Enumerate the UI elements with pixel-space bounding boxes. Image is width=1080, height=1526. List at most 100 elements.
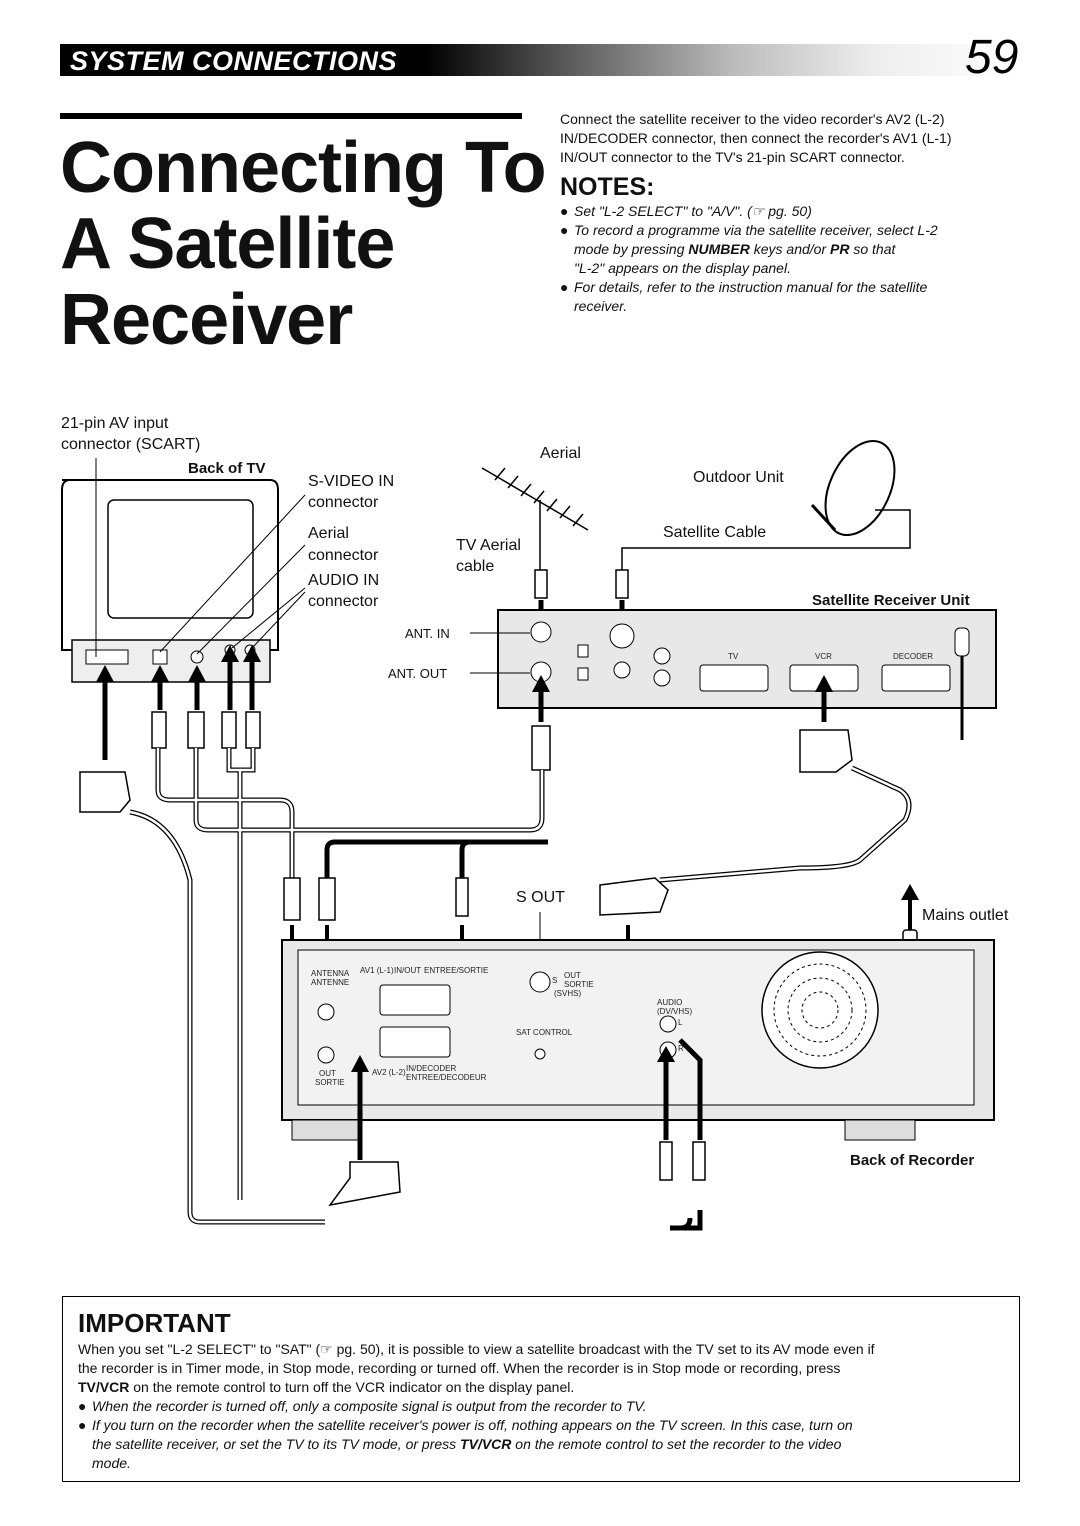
satellite-receiver-unit xyxy=(497,609,997,740)
note-text: Set "L-2 SELECT" to "A/V". (☞ pg. 50) xyxy=(574,203,812,219)
title-rule xyxy=(60,113,522,119)
mains-outlet-label: Mains outlet xyxy=(922,907,1009,924)
note-text: For details, refer to the instruction ma… xyxy=(574,279,928,295)
important-keyword: TV/VCR xyxy=(78,1379,130,1395)
page-number: 59 xyxy=(965,31,1019,84)
rec-l-label: L xyxy=(678,1018,683,1027)
page-title: Connecting To A Satellite Receiver xyxy=(60,128,547,360)
note-text: receiver. xyxy=(574,298,628,314)
note-keyword: PR xyxy=(830,241,850,257)
rec-svhs-label: (SVHS) xyxy=(554,989,582,998)
rec-audio-label: AUDIO xyxy=(657,998,683,1007)
rec-s-label: S xyxy=(552,976,558,985)
important-bullet-item: ● If you turn on the recorder when the s… xyxy=(78,1416,1008,1473)
bullet-icon: ● xyxy=(78,1398,87,1414)
important-paragraph: When you set "L-2 SELECT" to "SAT" (☞ pg… xyxy=(78,1340,1008,1397)
rec-entree-sortie-label: ENTREE/SORTIE xyxy=(424,966,489,975)
important-line: the recorder is in Timer mode, in Stop m… xyxy=(78,1360,841,1376)
rec-satcontrol-label: SAT CONTROL xyxy=(516,1028,573,1037)
important-line: When you set "L-2 SELECT" to "SAT" (☞ pg… xyxy=(78,1341,875,1357)
notes-list: ● Set "L-2 SELECT" to "A/V". (☞ pg. 50) … xyxy=(560,202,1020,316)
rec-out-label: OUT xyxy=(564,971,581,980)
bullet-icon: ● xyxy=(560,203,569,219)
intro-text: Connect the satellite receiver to the vi… xyxy=(560,110,1020,167)
rec-sortie2-label: SORTIE xyxy=(315,1078,345,1087)
notes-heading: NOTES: xyxy=(560,173,655,201)
note-item: ● To record a programme via the satellit… xyxy=(560,221,1020,278)
note-text: so that xyxy=(849,241,896,257)
svideo-label-2: connector xyxy=(308,494,379,511)
title-line-1: Connecting To xyxy=(60,128,547,208)
audio-in-label-1: AUDIO IN xyxy=(308,572,380,589)
note-keyword: NUMBER xyxy=(688,241,750,257)
important-line: TV/VCR on the remote control to turn off… xyxy=(78,1378,1008,1397)
back-of-recorder-label: Back of Recorder xyxy=(850,1152,975,1169)
rx-tv-label: TV xyxy=(728,652,739,661)
important-heading: IMPORTANT xyxy=(78,1308,231,1338)
back-of-tv-label: Back of TV xyxy=(188,460,266,477)
intro-line-3: IN/OUT connector to the TV's 21-pin SCAR… xyxy=(560,149,905,165)
bullet-icon: ● xyxy=(78,1417,87,1433)
intro-line-2: IN/DECODER connector, then connect the r… xyxy=(560,130,952,146)
header-band xyxy=(60,44,1020,76)
intro-line-1: Connect the satellite receiver to the vi… xyxy=(560,111,945,127)
tv-aerial-cable-label-1: TV Aerial xyxy=(456,537,521,554)
satellite-receiver-label: Satellite Receiver Unit xyxy=(812,592,970,609)
aerial-label: Aerial xyxy=(540,445,581,462)
important-bullets: ● When the recorder is turned off, only … xyxy=(78,1397,1008,1473)
aerial-icon xyxy=(481,467,589,572)
s-out-label: S OUT xyxy=(516,889,565,906)
note-text: mode by pressing xyxy=(574,241,689,257)
rec-av1-label: AV1 (L-1) xyxy=(360,966,394,975)
tv-leader-lines xyxy=(95,458,306,657)
important-bullet-text: When the recorder is turned off, only a … xyxy=(92,1398,647,1414)
recorder-back xyxy=(281,939,995,1141)
satellite-dish-icon xyxy=(621,439,911,570)
tv-arrows xyxy=(102,660,255,760)
scart-label-2: connector (SCART) xyxy=(61,436,201,453)
section-title: SYSTEM CONNECTIONS xyxy=(70,46,398,76)
note-text: keys and/or xyxy=(749,241,831,257)
tv-aerial-cable-label-2: cable xyxy=(456,558,495,575)
note-item: ● For details, refer to the instruction … xyxy=(560,278,1020,316)
title-line-3: Receiver xyxy=(60,280,353,360)
audio-in-label-2: connector xyxy=(308,593,379,610)
rec-indecoder-label: IN/DECODER xyxy=(406,1064,457,1073)
rec-out2-label: OUT xyxy=(319,1069,336,1078)
satellite-cable-label: Satellite Cable xyxy=(663,524,767,541)
rx-vcr-label: VCR xyxy=(815,652,832,661)
outdoor-unit-label: Outdoor Unit xyxy=(693,469,784,486)
important-bullet-item: ● When the recorder is turned off, only … xyxy=(78,1397,1008,1416)
scart-label-1: 21-pin AV input xyxy=(61,415,169,432)
important-keyword: TV/VCR xyxy=(460,1436,512,1452)
aerial-connector-label-1: Aerial xyxy=(308,525,349,542)
rec-sortie-label: SORTIE xyxy=(564,980,594,989)
important-bullet-text: mode. xyxy=(92,1455,131,1471)
important-bullet-text: the satellite receiver, or set the TV to… xyxy=(92,1436,461,1452)
rec-r-label: R xyxy=(678,1044,684,1053)
tv-cable-plugs xyxy=(79,711,261,813)
title-line-2: A Satellite xyxy=(60,204,395,284)
rec-dvvhs-label: (DV/VHS) xyxy=(657,1007,693,1016)
note-text: "L-2" appears on the display panel. xyxy=(574,260,791,276)
bullet-icon: ● xyxy=(560,222,569,238)
aerial-connector-label-2: connector xyxy=(308,547,379,564)
important-box xyxy=(62,1296,1020,1482)
rec-entree-decodeur-label: ENTREE/DECODEUR xyxy=(406,1073,487,1082)
bullet-icon: ● xyxy=(560,279,569,295)
ant-out-label: ANT. OUT xyxy=(388,666,448,681)
rec-av2-label: AV2 (L-2) xyxy=(372,1068,406,1077)
important-bullet-text: If you turn on the recorder when the sat… xyxy=(92,1417,853,1433)
important-text: on the remote control to turn off the VC… xyxy=(129,1379,575,1395)
ant-in-label: ANT. IN xyxy=(405,626,450,641)
note-text: To record a programme via the satellite … xyxy=(574,222,938,238)
rec-antenna-label: ANTENNA xyxy=(311,969,350,978)
rec-antenne-label: ANTENNE xyxy=(311,978,350,987)
svideo-label-1: S-VIDEO IN xyxy=(308,473,395,490)
rec-inout-label: IN/OUT xyxy=(394,966,422,975)
note-item: ● Set "L-2 SELECT" to "A/V". (☞ pg. 50) xyxy=(560,202,1020,221)
rx-decoder-label: DECODER xyxy=(893,652,934,661)
tv-back-icon xyxy=(61,479,279,683)
important-bullet-text: on the remote control to set the recorde… xyxy=(511,1436,842,1452)
